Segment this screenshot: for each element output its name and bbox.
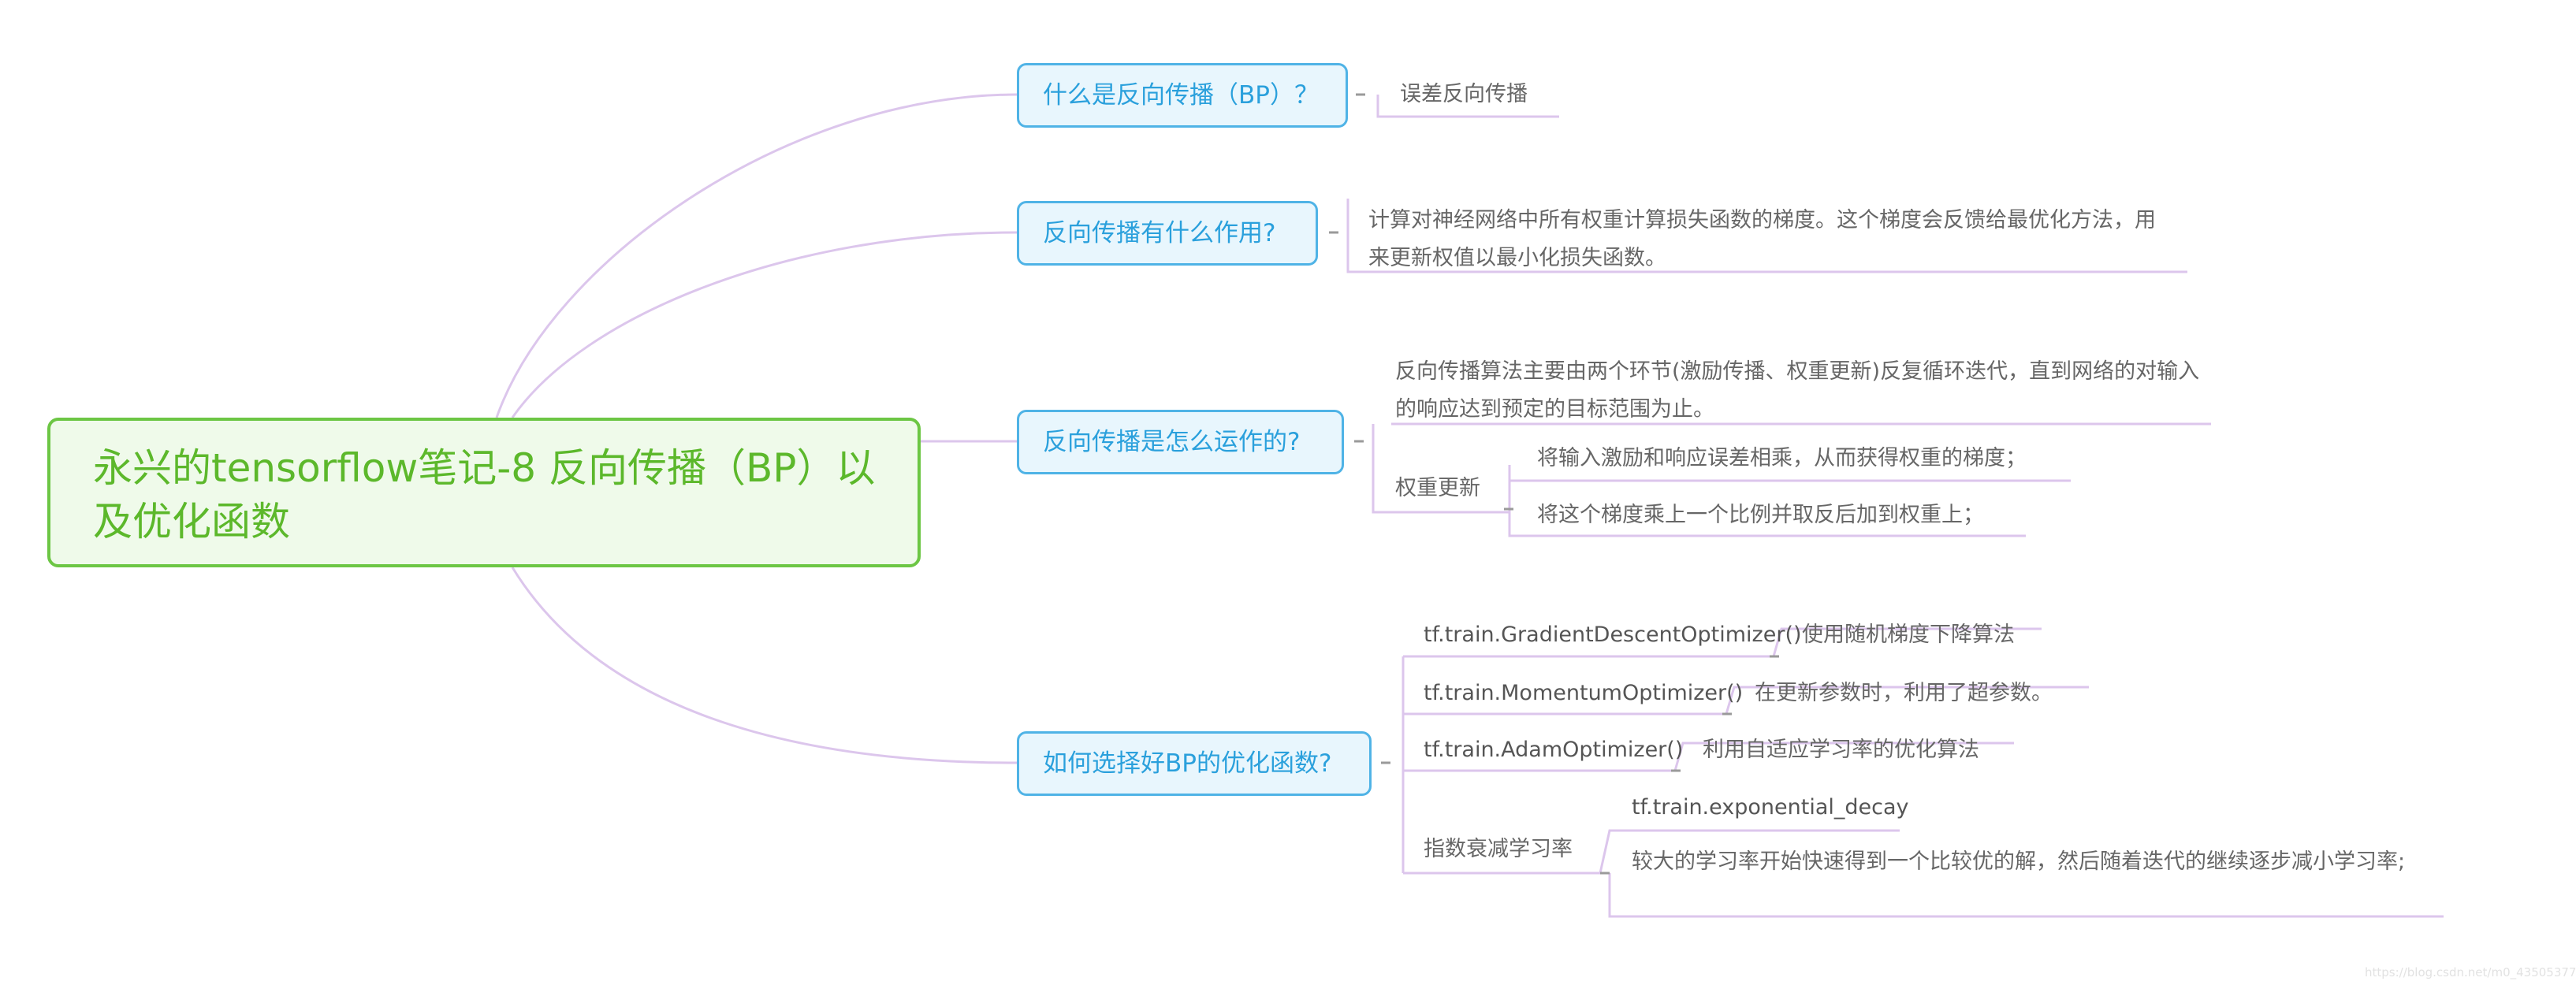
leaf-adam-description: 利用自适应学习率的优化算法 (1703, 738, 1979, 762)
leaf-gradient-description: 计算对神经网络中所有权重计算损失函数的梯度。这个梯度会反馈给最优化方法，用来更新… (1368, 208, 2156, 270)
branch-line (511, 231, 1018, 418)
branch-line (1608, 873, 2444, 918)
leaf-gradient-descent-optimizer: tf.train.GradientDescentOptimizer() (1424, 623, 1802, 647)
leaf-momentum-optimizer: tf.train.MomentumOptimizer() (1424, 681, 1744, 705)
topic-label: 反向传播是怎么运作的? (1043, 428, 1301, 456)
branch-line (1599, 829, 1900, 874)
branch-line (1376, 95, 1559, 118)
branch-line (1372, 424, 1509, 514)
root-title: 永兴的tensorflow笔记-8 反向传播（BP）以及优化函数 (93, 445, 876, 545)
leaf-adam-optimizer: tf.train.AdamOptimizer() (1424, 738, 1684, 762)
root-node[interactable]: 永兴的tensorflow笔记-8 反向传播（BP）以及优化函数 (47, 418, 921, 567)
topic-label: 如何选择好BP的优化函数? (1043, 749, 1332, 778)
leaf-weight-update: 权重更新 (1395, 476, 1480, 500)
branch-line (1772, 627, 2042, 657)
leaf-momentum-description: 在更新参数时，利用了超参数。 (1755, 681, 2053, 705)
topic-bp-how[interactable]: 反向传播是怎么运作的? (1017, 410, 1344, 474)
topic-bp-optimizer[interactable]: 如何选择好BP的优化函数? (1017, 731, 1372, 796)
branch-line (1346, 199, 2187, 273)
branch-line (1508, 465, 2026, 537)
branch-line (495, 93, 1018, 418)
branch-line (1725, 686, 2089, 715)
branch-line (1673, 742, 2014, 771)
watermark: https://blog.csdn.net/m0_43505377 (2365, 965, 2576, 979)
leaf-decay-description: 较大的学习率开始快速得到一个比较优的解，然后随着迭代的继续逐步减小学习率; (1632, 849, 2406, 874)
topic-what-is-bp[interactable]: 什么是反向传播（BP）？ (1017, 63, 1348, 128)
leaf-error-backprop: 误差反向传播 (1400, 82, 1528, 106)
leaf-weight-update-step1: 将输入激励和响应误差相乘，从而获得权重的梯度； (1537, 446, 2027, 470)
leaf-sgd-description: 使用随机梯度下降算法 (1802, 623, 2015, 647)
topic-label: 什么是反向传播（BP）？ (1043, 81, 1319, 110)
leaf-exponential-decay-lr: 指数衰减学习率 (1424, 837, 1573, 861)
leaf-bp-algorithm: 反向传播算法主要由两个环节(激励传播、权重更新)反复循环迭代，直到网络的对输入的… (1395, 359, 2200, 422)
branch-line (511, 567, 1018, 764)
leaf-weight-update-step2: 将这个梯度乘上一个比例并取反后加到权重上； (1537, 503, 1984, 527)
topic-bp-purpose[interactable]: 反向传播有什么作用? (1017, 201, 1318, 266)
leaf-exponential-decay-fn: tf.train.exponential_decay (1632, 795, 1909, 820)
topic-label: 反向传播有什么作用? (1043, 219, 1276, 247)
